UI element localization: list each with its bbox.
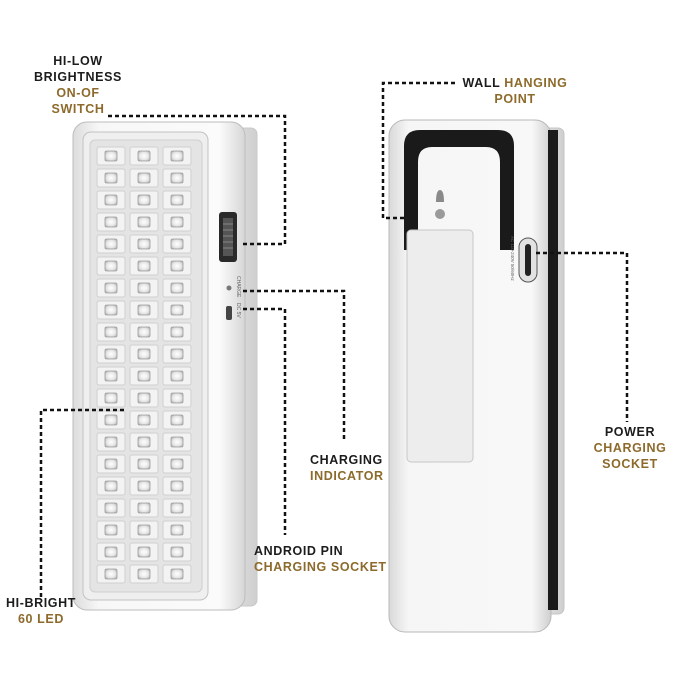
android-socket-label: ANDROID PIN CHARGING SOCKET	[254, 543, 394, 575]
led-chip	[137, 370, 151, 382]
led-chip	[104, 238, 118, 250]
led-chip	[170, 304, 184, 316]
led-chip	[104, 370, 118, 382]
android-line-1: ANDROID PIN	[254, 544, 344, 558]
led-chip	[170, 260, 184, 272]
led-chip	[137, 524, 151, 536]
led-chip	[104, 392, 118, 404]
led-chip	[137, 502, 151, 514]
wall-hanging-label: WALL HANGING POINT	[440, 75, 590, 107]
led-chip	[104, 436, 118, 448]
led-chip	[104, 414, 118, 426]
wall-word: WALL	[462, 76, 505, 90]
led-chip	[170, 392, 184, 404]
led-chip	[104, 568, 118, 580]
led-chip	[170, 150, 184, 162]
led-chip	[137, 172, 151, 184]
led-chip	[104, 304, 118, 316]
led-chip	[137, 436, 151, 448]
rear-print: AC 110-240V 50/60Hz	[510, 236, 515, 281]
brightness-switch-label: HI-LOW BRIGHTNESS ON-OF SWITCH	[28, 53, 128, 117]
led-chip	[104, 216, 118, 228]
charge-print: CHARGE	[235, 276, 241, 298]
led-line-1: HI-BRIGHT	[6, 596, 76, 610]
switch-line-2: BRIGHTNESS	[34, 70, 122, 84]
led-chip	[170, 414, 184, 426]
android-line-2: CHARGING SOCKET	[254, 560, 387, 574]
led-chip	[104, 524, 118, 536]
charging-indicator-led	[226, 285, 232, 291]
indicator-line-1: CHARGING	[310, 453, 383, 467]
power-line-3: SOCKET	[602, 457, 658, 471]
led-chip	[137, 546, 151, 558]
led-chip	[137, 150, 151, 162]
led-chip	[104, 480, 118, 492]
led-line-2: 60 LED	[18, 612, 64, 626]
charging-indicator-label: CHARGING INDICATOR	[310, 452, 420, 484]
led-chip	[104, 546, 118, 558]
led-chip	[170, 524, 184, 536]
leader-lines	[39, 81, 629, 597]
led-chip	[137, 216, 151, 228]
led-chip	[137, 304, 151, 316]
led-chip	[137, 238, 151, 250]
rear-lamp: AC 110-240V 50/60Hz	[388, 119, 565, 633]
led-chip	[137, 568, 151, 580]
led-chip	[170, 238, 184, 250]
led-chip	[104, 260, 118, 272]
led-chip	[104, 150, 118, 162]
power-line-2: CHARGING	[593, 441, 667, 455]
led-chip	[170, 502, 184, 514]
led-chip	[170, 194, 184, 206]
indicator-line-2: INDICATOR	[310, 469, 384, 483]
power-line-1: POWER	[604, 425, 656, 439]
led-chip	[104, 172, 118, 184]
led-chip	[170, 436, 184, 448]
hanging-hole	[436, 190, 444, 202]
led-chip	[170, 568, 184, 580]
switch-line-1: HI-LOW	[53, 54, 103, 68]
led-chip	[170, 216, 184, 228]
led-chip	[170, 546, 184, 558]
led-chip	[170, 348, 184, 360]
led-array	[96, 146, 192, 584]
led-chip	[104, 282, 118, 294]
hanging-word: HANGING	[504, 76, 568, 90]
front-lamp: CHARGE DC 5V	[72, 121, 258, 611]
led-chip	[137, 480, 151, 492]
led-chip	[170, 480, 184, 492]
led-chip	[137, 348, 151, 360]
dc-print: DC 5V	[235, 303, 241, 318]
led-label: HI-BRIGHT 60 LED	[0, 595, 82, 627]
led-chip	[137, 326, 151, 338]
led-chip	[104, 458, 118, 470]
led-chip	[170, 172, 184, 184]
led-chip	[170, 326, 184, 338]
led-chip	[104, 502, 118, 514]
led-chip	[137, 282, 151, 294]
led-chip	[104, 348, 118, 360]
led-chip	[137, 194, 151, 206]
battery-cover	[406, 229, 474, 463]
switch-line-3: ON-OF	[56, 86, 100, 100]
led-chip	[137, 414, 151, 426]
led-chip	[137, 260, 151, 272]
led-chip	[104, 194, 118, 206]
android-pin-socket	[226, 306, 232, 320]
led-chip	[170, 282, 184, 294]
led-chip	[137, 392, 151, 404]
led-chip	[104, 326, 118, 338]
switch-line-4: SWITCH	[51, 102, 105, 116]
point-word: POINT	[494, 92, 536, 106]
led-chip	[170, 370, 184, 382]
power-socket-label: POWER CHARGING SOCKET	[585, 424, 675, 472]
led-chip	[170, 458, 184, 470]
led-chip	[137, 458, 151, 470]
